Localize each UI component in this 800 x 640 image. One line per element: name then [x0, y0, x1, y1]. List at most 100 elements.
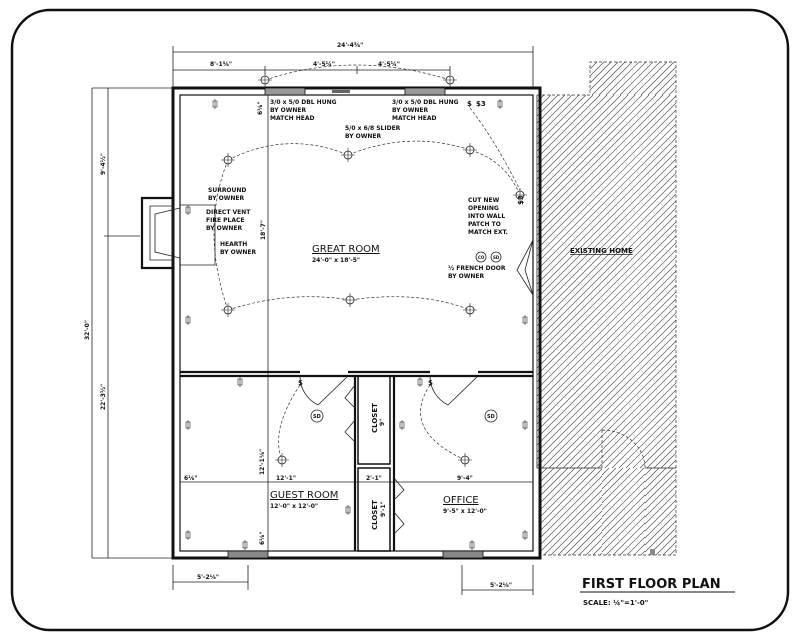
- hatch-line: [539, 489, 603, 553]
- ceiling-light-icon: [513, 188, 527, 202]
- note-window1: BY OWNER: [270, 107, 307, 114]
- outlet-icon: [185, 420, 191, 430]
- hatch-line: [536, 94, 671, 229]
- hatch-line: [598, 61, 633, 96]
- hatch-line: [592, 545, 603, 556]
- dim-bottom-left: 5'-2⅛": [197, 574, 219, 581]
- outlet-icon: [497, 99, 503, 109]
- outlet-icon: [522, 530, 528, 540]
- hatch-line: [543, 496, 603, 556]
- hatch-line: [662, 541, 677, 556]
- hatch-line: [539, 467, 562, 490]
- hatch-line: [564, 517, 603, 556]
- note-surround: BY OWNER: [208, 195, 245, 202]
- switch3-symbol: $3: [476, 100, 486, 108]
- hatch-line: [618, 410, 677, 469]
- ceiling-light-icon: [443, 73, 457, 87]
- note-opening: MATCH EXT.: [468, 229, 508, 236]
- hatch-line: [536, 102, 677, 243]
- hatch-line: [536, 172, 677, 313]
- closet1-label: CLOSET: [371, 403, 379, 433]
- hatch-line: [601, 487, 646, 532]
- hatch-line: [601, 494, 646, 539]
- outlet-icon: [185, 205, 191, 215]
- note-hearth: BY OWNER: [220, 249, 257, 256]
- note-slider: BY OWNER: [345, 133, 382, 140]
- hatch-line: [536, 256, 677, 397]
- sd-label-guest: SD: [313, 414, 321, 420]
- existing-home-hatch: [536, 61, 677, 556]
- hatch-line: [539, 467, 576, 504]
- hatch-line: [640, 550, 646, 556]
- hatch-line: [605, 515, 646, 556]
- note-fireplace: BY OWNER: [206, 225, 243, 232]
- dim-sill-bottom: 6⅛": [259, 531, 266, 545]
- hatch-line: [536, 94, 629, 187]
- hatch-line: [536, 116, 677, 257]
- exterior-walls: [140, 86, 542, 560]
- hatch-line: [541, 333, 677, 469]
- hatch-line: [619, 61, 654, 96]
- hatch-line: [562, 354, 677, 469]
- co-label: CO: [478, 255, 485, 260]
- hatch-line: [539, 467, 555, 483]
- hatch-line: [569, 361, 677, 469]
- hatch-line: [536, 94, 573, 131]
- hatch-line: [633, 543, 646, 556]
- great-room-label: GREAT ROOM: [312, 244, 380, 255]
- hatch-line: [536, 94, 601, 159]
- hatch-line: [536, 165, 677, 306]
- hatch-line: [590, 382, 677, 469]
- hatch-line: [647, 66, 677, 96]
- note-hearth: HEARTH: [220, 241, 247, 248]
- note-window2: 3/0 x 5/0 DBL HUNG: [392, 99, 459, 106]
- switch-office: $: [428, 379, 433, 387]
- hatch-line: [536, 305, 677, 446]
- hatch-line: [536, 94, 664, 222]
- note-window2: BY OWNER: [392, 107, 429, 114]
- dim-top-overall: 24'-4⅝": [337, 42, 363, 49]
- hatch-line: [644, 506, 677, 539]
- hatch-line: [653, 445, 677, 469]
- plan-scale: SCALE: ¼"=1'-0": [583, 599, 648, 607]
- hatch-line: [536, 221, 677, 362]
- hatch-line: [536, 214, 677, 355]
- ceiling-light-icon: [221, 153, 235, 167]
- office-label: OFFICE: [443, 495, 479, 506]
- hatch-line: [591, 61, 626, 96]
- hatch-line: [536, 277, 677, 418]
- outlet-icon: [185, 315, 191, 325]
- switch-symbol: $: [467, 100, 472, 108]
- hatch-line: [539, 467, 590, 518]
- ceiling-light-icon: [463, 303, 477, 317]
- hatch-line: [536, 284, 677, 425]
- hatch-line: [536, 123, 677, 264]
- hatch-line: [604, 396, 677, 469]
- hatch-line: [626, 536, 646, 556]
- hatch-line: [644, 478, 677, 511]
- hatch-line: [536, 94, 580, 138]
- hatch-line: [605, 61, 640, 96]
- hatch-line: [536, 326, 677, 467]
- hatch-line: [601, 473, 646, 518]
- hatch-line: [557, 510, 603, 556]
- dim-top-seg2: 4'-5¼": [313, 61, 335, 68]
- note-opening: INTO WALL: [468, 213, 505, 220]
- hatch-line: [536, 94, 566, 124]
- dim-closet-width: 2'-1": [366, 475, 382, 482]
- hatch-line: [644, 513, 677, 546]
- ceiling-light-icon: [221, 303, 235, 317]
- hatch-line: [536, 186, 677, 327]
- hatch-line: [536, 144, 677, 285]
- ceiling-light-icon: [258, 73, 272, 87]
- sd-label-great: SD: [493, 255, 500, 260]
- hatch-line: [654, 73, 677, 96]
- hatch-line: [536, 94, 657, 215]
- hatch-line: [539, 475, 603, 539]
- hatch-line: [589, 61, 612, 84]
- hatch-line: [612, 522, 646, 556]
- note-window1: MATCH HEAD: [270, 115, 315, 122]
- dim-sill-left: 6⅛": [184, 475, 198, 482]
- note-french-door: BY OWNER: [448, 273, 485, 280]
